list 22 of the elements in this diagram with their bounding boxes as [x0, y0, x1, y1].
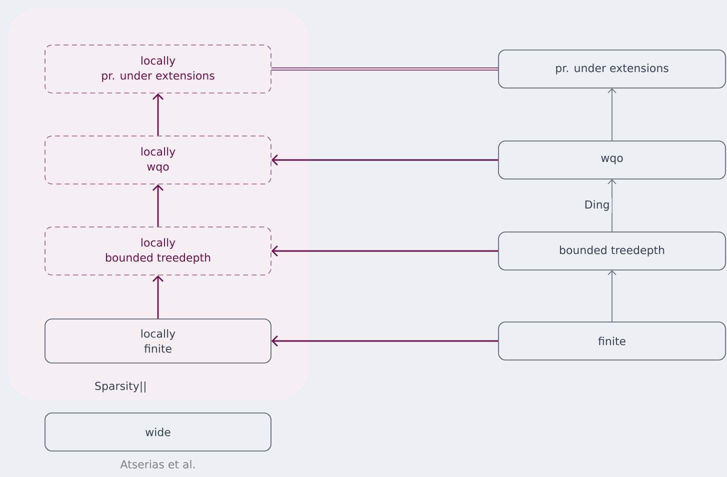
arrow	[271, 154, 498, 166]
arrow	[608, 179, 616, 232]
dashed-box: locally bounded treedepth	[44, 226, 272, 276]
arrow	[608, 270, 616, 322]
citation: Atserias et al.	[120, 460, 195, 468]
double-line	[271, 68, 498, 70]
panel-title: Sparsity||	[95, 382, 146, 392]
dashed-box: locally wqo	[44, 136, 272, 184]
process-box: finite	[498, 322, 726, 360]
arrow	[271, 336, 498, 346]
arrow	[152, 184, 164, 227]
process-box: bounded treedepth	[498, 232, 726, 270]
arrow	[152, 275, 164, 319]
arrow	[271, 246, 498, 256]
arrow	[152, 93, 164, 136]
process-box: wide	[44, 412, 272, 452]
arrow	[608, 88, 616, 141]
edge-label: Ding	[582, 198, 612, 213]
process-box: locally finite	[44, 318, 272, 364]
process-box: pr. under extensions	[498, 50, 726, 88]
process-box: wqo	[498, 140, 726, 180]
dashed-box: locally pr. under extensions	[44, 44, 272, 94]
